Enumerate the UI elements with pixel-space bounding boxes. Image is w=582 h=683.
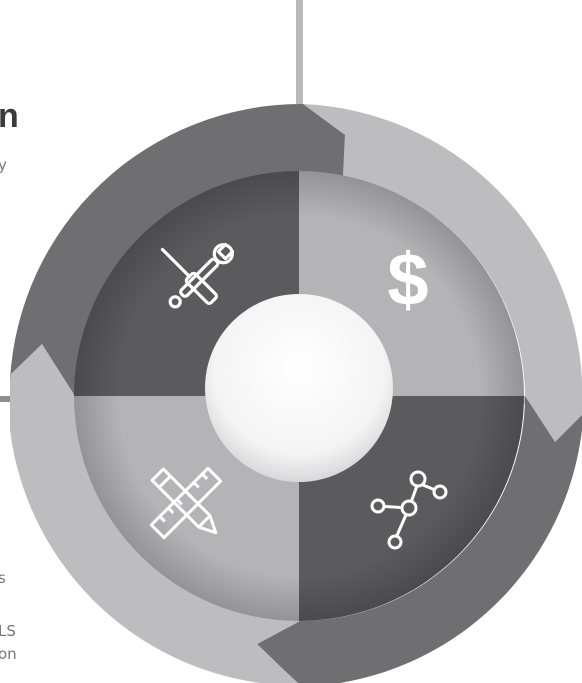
cycle-arrow-bottom-right xyxy=(257,396,582,683)
cycle-arrow-top-left xyxy=(10,103,345,397)
ruler-pencil-icon xyxy=(149,466,223,540)
text-fragment: s xyxy=(0,569,6,587)
heading-fragment: n xyxy=(0,97,19,135)
top-connector-line xyxy=(296,0,303,106)
network-nodes-icon xyxy=(370,470,448,550)
dollar-icon: $ xyxy=(387,238,428,321)
text-fragment: LS xyxy=(0,622,16,640)
text-fragment: on xyxy=(0,645,17,663)
cycle-arrow-bottom-left xyxy=(10,344,300,683)
text-fragment: y xyxy=(0,156,7,174)
cycle-arrow-top-right xyxy=(303,104,582,442)
screwdriver-icon xyxy=(160,247,218,305)
center-hub xyxy=(205,294,393,482)
